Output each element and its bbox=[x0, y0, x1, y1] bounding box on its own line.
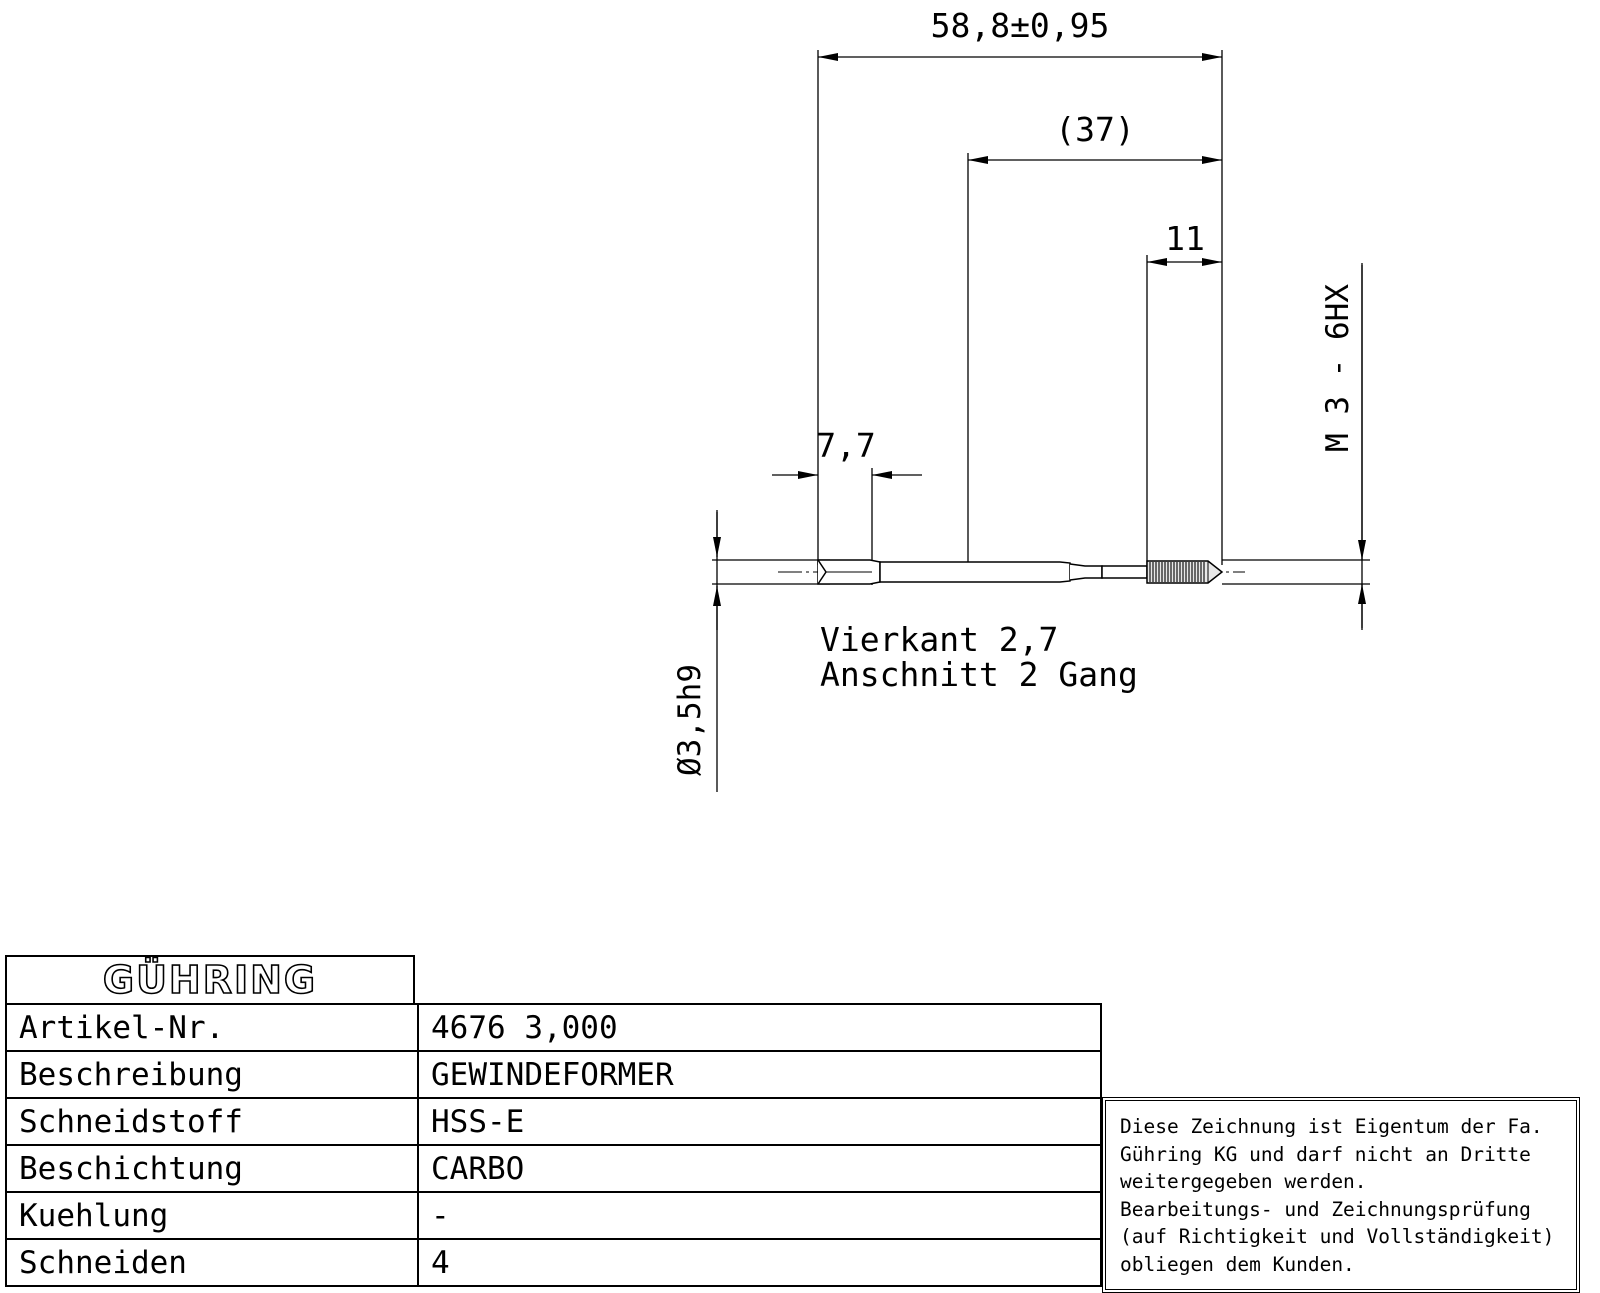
notice-line: obliegen dem Kunden. bbox=[1120, 1252, 1355, 1276]
notice-line: weitergegeben werden. bbox=[1120, 1170, 1367, 1193]
row-label: Schneiden bbox=[5, 1238, 419, 1287]
dim-thread-spec: M 3 - 6HX bbox=[1320, 284, 1356, 452]
notice-line: (auf Richtigkeit und Vollständigkeit) bbox=[1120, 1225, 1555, 1248]
ownership-notice: Diese Zeichnung ist Eigentum der Fa. Güh… bbox=[1102, 1097, 1580, 1293]
row-value: - bbox=[417, 1191, 1102, 1240]
row-value: 4 bbox=[417, 1238, 1102, 1287]
notice-line: Bearbeitungs- und Zeichnungsprüfung bbox=[1120, 1197, 1531, 1221]
row-value: CARBO bbox=[417, 1144, 1102, 1193]
thread-hatch bbox=[1149, 562, 1205, 582]
dim-reference-length: (37) bbox=[1055, 110, 1134, 149]
company-logo: GÜHRING bbox=[5, 955, 415, 1003]
table-row: Schneidstoff HSS-E bbox=[5, 1097, 1102, 1146]
dimension-lines bbox=[712, 53, 1370, 630]
note-square: Vierkant 2,7 bbox=[820, 620, 1058, 659]
row-value: 4676 3,000 bbox=[417, 1003, 1102, 1052]
row-value: HSS-E bbox=[417, 1097, 1102, 1146]
row-value: GEWINDEFORMER bbox=[417, 1050, 1102, 1099]
row-label: Beschreibung bbox=[5, 1050, 419, 1099]
logo-text: GÜHRING bbox=[102, 957, 318, 1003]
table-row: Schneiden 4 bbox=[5, 1238, 1102, 1287]
row-label: Beschichtung bbox=[5, 1144, 419, 1193]
table-row: Artikel-Nr. 4676 3,000 bbox=[5, 1003, 1102, 1052]
dim-overall-length: 58,8±0,95 bbox=[931, 6, 1110, 45]
dim-shank-diameter: Ø3,5h9 bbox=[672, 664, 708, 776]
notice-line: Diese Zeichnung ist Eigentum der Fa. bbox=[1120, 1115, 1543, 1138]
table-row: Kuehlung - bbox=[5, 1191, 1102, 1240]
notice-line: Gühring KG und darf nicht an Dritte bbox=[1120, 1142, 1531, 1166]
title-block-table: Artikel-Nr. 4676 3,000 Beschreibung GEWI… bbox=[5, 1003, 1102, 1287]
note-chamfer: Anschnitt 2 Gang bbox=[820, 655, 1138, 694]
row-label: Artikel-Nr. bbox=[5, 1003, 419, 1052]
table-row: Beschreibung GEWINDEFORMER bbox=[5, 1050, 1102, 1099]
dim-thread-length: 11 bbox=[1165, 219, 1205, 258]
row-label: Kuehlung bbox=[5, 1191, 419, 1240]
tap-outline bbox=[778, 559, 1245, 585]
table-row: Beschichtung CARBO bbox=[5, 1144, 1102, 1193]
dim-square-length: 7,7 bbox=[816, 426, 876, 465]
row-label: Schneidstoff bbox=[5, 1097, 419, 1146]
